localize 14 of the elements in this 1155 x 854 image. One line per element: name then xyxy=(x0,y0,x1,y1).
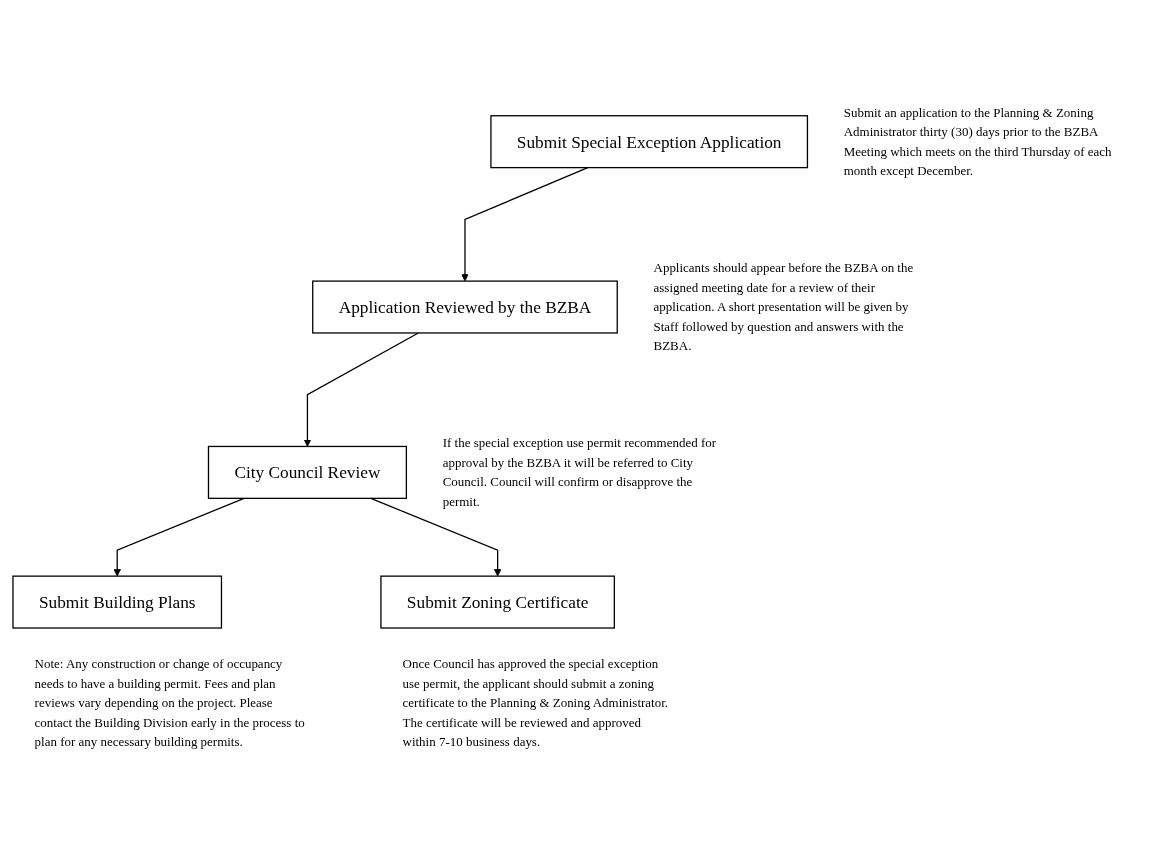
node-label: Applicants should appear before the BZBA on the assigned meeting date for a review of their application. A short presentation will be given by Staff followed by question and answers with the BZBA. xyxy=(653,261,914,353)
arrow xyxy=(113,497,245,577)
node-label: Submit an application to the Planning & Zoning Administrator thirty (30) days prior to the BZBA Meeting which meets on the third Thursday of each month except December. xyxy=(843,105,1112,178)
node-box: Submit Building Plans xyxy=(12,575,223,629)
arrow xyxy=(370,497,502,577)
arrow xyxy=(303,332,419,447)
arrow xyxy=(461,166,589,282)
node-box: City Council Review xyxy=(207,445,408,499)
node-label: Note: Any construction or change of occupancy needs to have a building permit. Fees and plan reviews vary depending on the project. Please contact the Building Division early in the process to plan for any necessary building permits. xyxy=(34,656,305,749)
node-label: If the special exception use permit recommended for approval by the BZBA it will be referred to City Council. Council will confirm or disapprove the permit. xyxy=(442,436,717,509)
node-label: Once Council has approved the special exception use permit, the applicant should submit a zoning certificate to the Planning & Zoning Administrator. The certificate will be reviewed and approved within 7-10 business days. xyxy=(402,656,669,749)
node-box: Application Reviewed by the BZBA xyxy=(312,280,618,334)
node-box: Submit Zoning Certificate xyxy=(380,575,615,629)
node-box: Submit Special Exception Application xyxy=(490,115,809,169)
